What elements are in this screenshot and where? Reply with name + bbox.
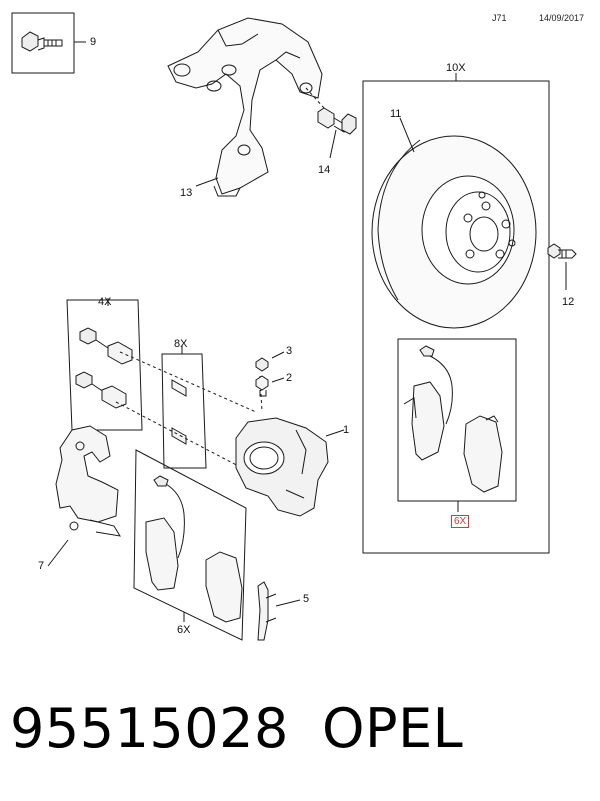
brake-disc-group (362, 73, 550, 554)
callout-10: 10X (446, 62, 466, 74)
diagram-date: 14/09/2017 (539, 13, 585, 23)
callout-3: 3 (286, 345, 293, 357)
pads-box-left (133, 449, 247, 641)
part-number: 95515028 (10, 697, 289, 760)
boots-box (161, 346, 207, 469)
callout-2: 2 (286, 372, 293, 384)
bolt-14-illustration (317, 107, 357, 159)
callout-5: 5 (303, 593, 310, 605)
stud-12-illustration (547, 243, 577, 290)
diagram-code: J71 (492, 13, 507, 23)
callout-12: 12 (562, 296, 575, 308)
callout-4: 4X (98, 296, 112, 308)
diagram-drawing (11, 12, 577, 641)
bleeder-2-3-illustration (255, 351, 285, 397)
callout-1: 1 (343, 424, 350, 436)
caliper-1-illustration (235, 417, 345, 517)
guide-bolts-box (66, 298, 143, 431)
callout-6: 6X (177, 624, 191, 636)
callout-14: 14 (318, 164, 331, 176)
bolt-9-illustration (11, 12, 86, 74)
callout-13: 13 (180, 187, 193, 199)
pads-box-right (397, 338, 517, 512)
callout-11: 11 (390, 108, 402, 120)
callout-8: 8X (174, 338, 188, 350)
callout-6-highlighted[interactable]: 6X (451, 515, 470, 528)
clip-5-illustration (257, 581, 301, 641)
knuckle-13-illustration (167, 17, 325, 197)
carrier-7-illustration (47, 425, 121, 567)
callout-9: 9 (90, 36, 97, 48)
callout-7: 7 (38, 560, 45, 572)
brand-name: OPEL (322, 697, 464, 760)
